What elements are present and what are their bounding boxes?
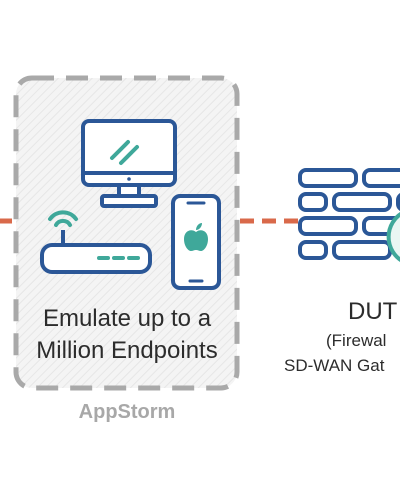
smartphone-icon [171,194,221,290]
dut-subtitle-line2: SD-WAN Gat [284,356,385,375]
firewall-brick-wall-icon [298,168,400,262]
product-name-label: AppStorm [78,401,176,423]
wifi-router-icon [40,210,152,274]
desktop-monitor-icon [81,119,177,208]
dut-subtitle-line1: (Firewal [326,331,387,350]
dut-title: DUT [348,298,398,325]
apple-logo-icon [184,223,208,251]
endpoint-emulator-box [13,75,240,391]
emulator-caption-line2: Million Endpoints [36,337,218,364]
emulator-caption-line1: Emulate up to a [42,305,212,332]
